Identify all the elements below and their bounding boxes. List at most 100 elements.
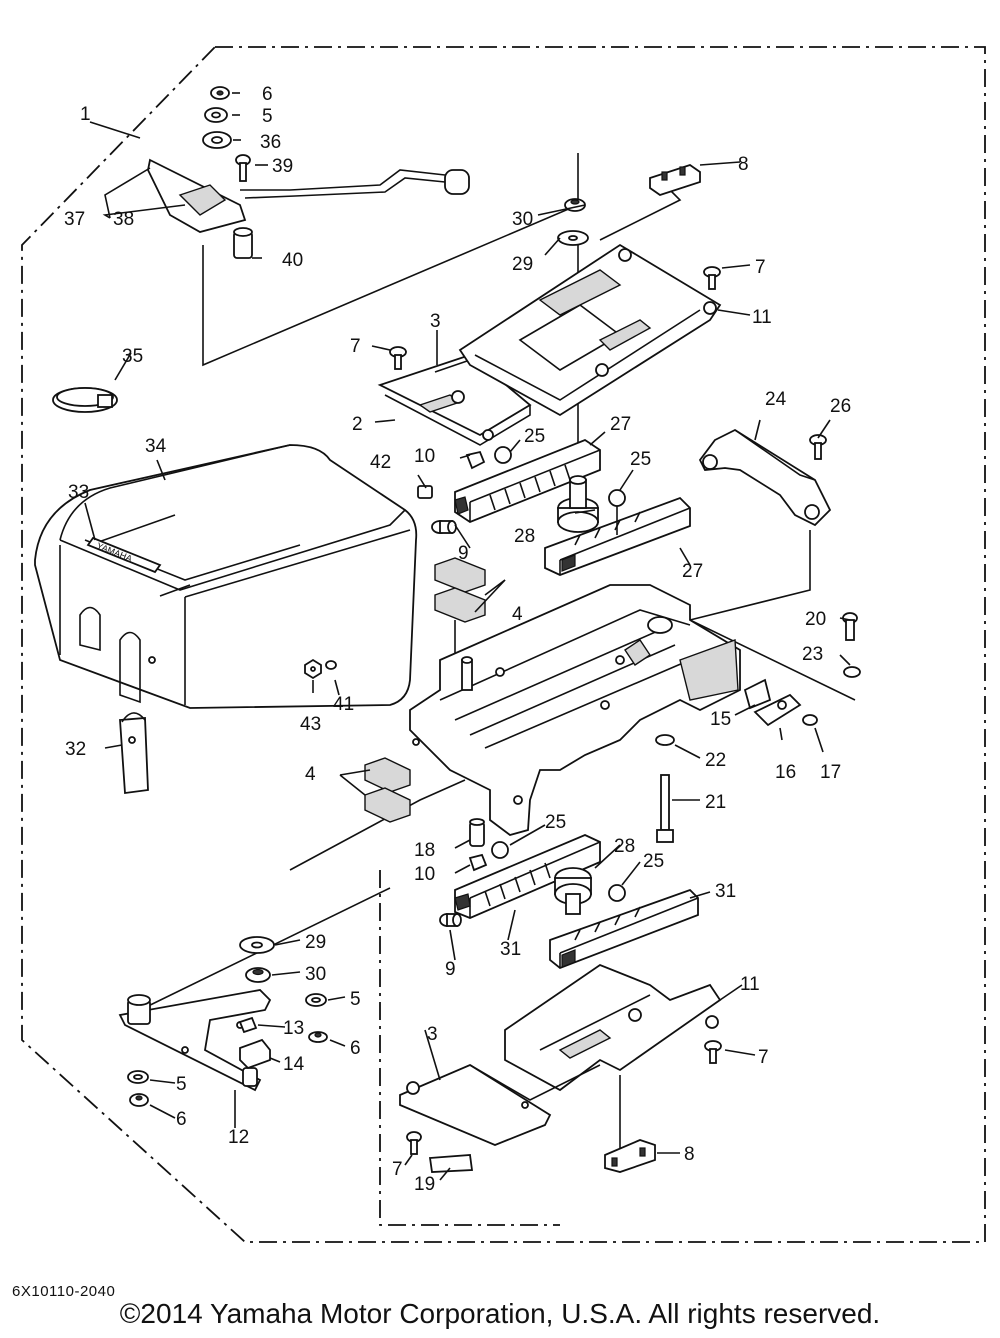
washer-36 (202, 131, 232, 149)
callout-9-top: 9 (458, 543, 469, 564)
washer-23 (843, 666, 861, 678)
callout-9-bottom: 9 (445, 959, 456, 980)
callout-25-top-left: 25 (524, 426, 545, 447)
callout-22: 22 (705, 750, 726, 771)
block-4-top (434, 557, 486, 623)
nut-6-top (210, 86, 230, 100)
callout-18: 18 (414, 840, 435, 861)
rack-31-left (454, 834, 601, 919)
callout-40: 40 (282, 250, 303, 271)
callout-4-left: 4 (305, 764, 316, 785)
clip-13 (238, 1016, 258, 1034)
callout-4-mid: 4 (512, 604, 523, 625)
callout-27-bottom: 27 (682, 561, 703, 582)
clip-32 (119, 712, 149, 795)
callout-31-right: 31 (715, 881, 736, 902)
callout-10-bottom: 10 (414, 864, 435, 885)
callout-7-bottom-right: 7 (758, 1047, 769, 1068)
callout-26: 26 (830, 396, 851, 417)
callout-25-bottom-left: 25 (545, 812, 566, 833)
callout-16: 16 (775, 762, 796, 783)
callout-32: 32 (65, 739, 86, 760)
callout-19: 19 (414, 1174, 435, 1195)
callout-2: 2 (352, 414, 363, 435)
diagram-code: 6X10110-2040 (12, 1283, 116, 1300)
callout-23: 23 (802, 644, 823, 665)
pinion-28-top (557, 475, 599, 533)
screw-26 (809, 434, 827, 460)
screw-20 (842, 612, 858, 641)
callout-17: 17 (820, 762, 841, 783)
copyright-notice: ©2014 Yamaha Motor Corporation, U.S.A. A… (119, 1298, 881, 1329)
hose-clamp-35 (52, 387, 118, 413)
callout-25-top-right: 25 (630, 449, 651, 470)
spring-9-bottom (439, 913, 462, 927)
washer-5-right (305, 993, 327, 1007)
callout-11-top: 11 (752, 307, 772, 328)
screw-17 (802, 714, 818, 726)
assembly-boundary (21, 46, 986, 1243)
cap-8-bottom (604, 1139, 656, 1173)
callout-30-top: 30 (512, 209, 533, 230)
ball-25-top-right (608, 489, 626, 535)
callout-3-bottom: 3 (427, 1024, 438, 1045)
rack-27-left (454, 438, 601, 524)
callout-1: 1 (80, 104, 91, 125)
sensor-bracket-37 (147, 158, 470, 233)
plate-16 (753, 693, 802, 727)
cover-34 (34, 444, 418, 709)
callout-13: 13 (283, 1018, 304, 1039)
callout-6-left: 6 (176, 1109, 187, 1130)
callout-35: 35 (122, 346, 143, 367)
nut-6-left (129, 1093, 149, 1107)
callout-12: 12 (228, 1127, 249, 1148)
callout-28-top: 28 (514, 526, 535, 547)
callout-7-top-left: 7 (350, 336, 361, 357)
pinion-28-bottom (554, 867, 592, 915)
rack-31-right (549, 888, 699, 970)
main-housing (409, 584, 741, 836)
callout-29-top: 29 (512, 254, 533, 275)
callout-42: 42 (370, 452, 391, 473)
clip-10-bottom (468, 853, 488, 872)
spacer-40 (233, 227, 253, 259)
callout-5-right: 5 (350, 989, 361, 1010)
screw-7-bottom-right (704, 1040, 722, 1064)
spring-9-top (431, 520, 457, 534)
guide-line (379, 870, 560, 1226)
callout-5-top: 5 (262, 106, 273, 127)
callout-7-bottom-left: 7 (392, 1159, 403, 1180)
callout-3-top: 3 (430, 311, 441, 332)
callout-20: 20 (805, 609, 826, 630)
plate-11-top (458, 243, 722, 417)
callout-27-top: 27 (610, 414, 631, 435)
callout-31-bottom: 31 (500, 939, 521, 960)
connector-15 (743, 678, 772, 710)
callout-41: 41 (333, 694, 354, 715)
callout-7-top-right: 7 (755, 257, 766, 278)
callout-6-top: 6 (262, 84, 273, 105)
washer-41 (325, 660, 337, 670)
callout-21: 21 (705, 792, 726, 813)
screw-7-top-left (389, 346, 407, 370)
callout-10-top: 10 (414, 446, 435, 467)
washer-5-top (204, 107, 228, 123)
callout-37: 37 (64, 209, 85, 230)
callout-14: 14 (283, 1054, 305, 1075)
screw-7-top-right (703, 266, 721, 290)
plate-3-bottom (399, 1063, 601, 1146)
callout-36: 36 (260, 132, 281, 153)
screw-7-bottom-left (406, 1131, 422, 1155)
callout-38: 38 (113, 209, 134, 230)
nut-6-right (308, 1031, 328, 1043)
gasket-3-top (434, 359, 471, 373)
callout-33: 33 (68, 482, 89, 503)
bolt-21 (656, 774, 674, 843)
callout-8-top: 8 (738, 154, 749, 175)
callout-43: 43 (300, 714, 321, 735)
label-19 (428, 1154, 474, 1173)
callout-28-bottom: 28 (614, 836, 635, 857)
washer-22 (655, 734, 675, 746)
callout-11-bottom: 11 (740, 974, 760, 995)
washer-29-bottom (239, 936, 275, 954)
